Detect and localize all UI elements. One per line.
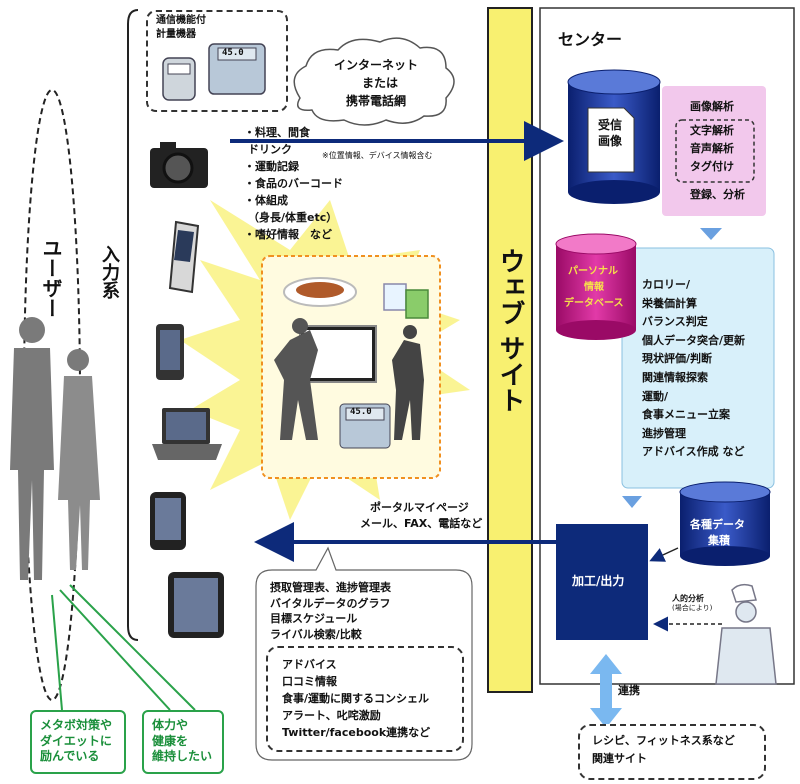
analysis-item: 進捗管理 bbox=[642, 426, 686, 440]
analysis-item: カロリー/ bbox=[642, 278, 691, 291]
personal-db-cylinder bbox=[555, 233, 637, 340]
data-store-line1: 各種データ bbox=[690, 518, 745, 531]
activity-illustration bbox=[274, 277, 429, 449]
user-goal-line: 維持したい bbox=[152, 749, 213, 764]
advice-item: アドバイス bbox=[282, 658, 337, 671]
human-analysis-line1: 人的分析 bbox=[672, 594, 704, 603]
related-sites-line1: レシピ、フィットネス系など bbox=[592, 734, 735, 747]
human-analysis-line2: (場合により) bbox=[672, 604, 713, 612]
website-label: ウェブ サイト bbox=[495, 248, 525, 414]
personal-db-line3: データベース bbox=[564, 298, 624, 309]
input-item: ・料理、間食 bbox=[244, 126, 310, 139]
network-cloud-line1: インターネット bbox=[334, 58, 419, 72]
location-note: ※位置情報、デバイス情報含む bbox=[322, 151, 433, 160]
analysis-item: 栄養価計算 bbox=[642, 296, 697, 310]
analysis-item: バランス判定 bbox=[642, 315, 708, 329]
output-channel-line1: ポータルマイページ bbox=[370, 501, 469, 514]
image-analysis-title: 画像解析 bbox=[690, 100, 734, 113]
related-sites-box bbox=[578, 724, 766, 780]
link-label: 連携 bbox=[618, 684, 640, 697]
input-item: ・運動記録 bbox=[244, 160, 299, 173]
image-analysis-item: 文字解析 bbox=[690, 124, 734, 137]
received-image-line2: 画像 bbox=[598, 134, 623, 148]
advice-item: 食事/運動に関するコンシェル bbox=[282, 692, 430, 705]
received-image-cylinder bbox=[567, 69, 661, 204]
processing-label: 加工/出力 bbox=[572, 574, 625, 588]
network-cloud-line2: または bbox=[362, 76, 399, 90]
advice-item: Twitter/facebook連携など bbox=[282, 726, 431, 739]
analysis-item: 食事メニュー立案 bbox=[642, 408, 730, 422]
user-label: ユーザー bbox=[39, 238, 63, 318]
input-item: ・食品のバーコード bbox=[244, 177, 343, 190]
input-label: 入力系 bbox=[99, 245, 120, 299]
user-goal-line: 体力や bbox=[152, 718, 189, 732]
received-image-line1: 受信 bbox=[598, 118, 623, 132]
analyst-figure bbox=[715, 583, 777, 685]
output-channel-line2: メール、FAX、電話など bbox=[360, 517, 483, 530]
data-store-cylinder bbox=[679, 481, 771, 566]
data-store-line2: 集積 bbox=[708, 534, 730, 547]
user-goal-box-1: メタボ対策や ダイエットに 励んでいる bbox=[30, 710, 126, 774]
input-devices-label-2: 計量機器 bbox=[156, 29, 196, 40]
user-goal-line: 健康を bbox=[152, 733, 189, 748]
personal-db-line1: パーソナル bbox=[568, 266, 618, 277]
input-devices-box bbox=[146, 10, 288, 112]
analysis-items-list: カロリー/ 栄養価計算 バランス判定 個人データ突合/更新 現状評価/判断 関連… bbox=[642, 276, 745, 462]
center-label: センター bbox=[558, 30, 623, 49]
advice-item: 口コミ情報 bbox=[282, 675, 337, 688]
input-item: ドリンク bbox=[248, 143, 292, 156]
scale-display: 45.0 bbox=[222, 48, 244, 58]
user-goal-line: ダイエットに bbox=[40, 733, 112, 748]
user-goal-line: メタボ対策や bbox=[40, 718, 113, 732]
network-cloud-line3: 携帯電話網 bbox=[346, 94, 407, 108]
user-goal-box-2: 体力や 健康を 維持したい bbox=[142, 710, 224, 774]
processing-box bbox=[556, 524, 648, 640]
output-item: 目標スケジュール bbox=[270, 612, 358, 625]
analysis-item: 現状評価/判断 bbox=[642, 352, 713, 366]
advice-items-list: アドバイス 口コミ情報 食事/運動に関するコンシェル アラート、叱咤激励 Twi… bbox=[282, 656, 430, 741]
output-item: バイタルデータのグラフ bbox=[270, 596, 391, 610]
link-arrow bbox=[590, 654, 622, 728]
output-item: 摂取管理表、進捗管理表 bbox=[270, 581, 391, 594]
analysis-item: アドバイス作成 など bbox=[642, 445, 745, 459]
people-silhouette bbox=[10, 317, 100, 580]
image-analysis-item: 音声解析 bbox=[690, 142, 734, 155]
input-item: （身長/体重etc） bbox=[248, 211, 338, 224]
related-sites-line2: 関連サイト bbox=[592, 752, 647, 765]
device-icons bbox=[150, 43, 266, 638]
analysis-item: 個人データ突合/更新 bbox=[642, 333, 746, 347]
analysis-item: 関連情報探索 bbox=[642, 370, 708, 384]
advice-box bbox=[266, 646, 464, 752]
output-item: ライバル検索/比較 bbox=[270, 627, 362, 641]
input-devices-label-1: 通信機能付 bbox=[156, 15, 206, 26]
network-cloud-shape bbox=[293, 37, 455, 126]
advice-item: アラート、叱咤激励 bbox=[282, 709, 381, 722]
personal-db-line2: 情報 bbox=[584, 282, 604, 293]
output-items-list: 摂取管理表、進捗管理表 バイタルデータのグラフ 目標スケジュール ライバル検索/… bbox=[270, 580, 391, 642]
user-goal-line: 励んでいる bbox=[40, 749, 100, 764]
scale-display-2: 45.0 bbox=[350, 407, 372, 417]
input-item: ・嗜好情報 など bbox=[244, 228, 332, 241]
image-analysis-footer: 登録、分析 bbox=[690, 188, 745, 201]
input-item: ・体組成 bbox=[244, 194, 288, 207]
analysis-item: 運動/ bbox=[642, 389, 669, 403]
image-analysis-item: タグ付け bbox=[690, 160, 734, 173]
input-items-list: ・料理、間食 ドリンク ・運動記録 ・食品のバーコード ・体組成 （身長/体重e… bbox=[244, 124, 343, 243]
